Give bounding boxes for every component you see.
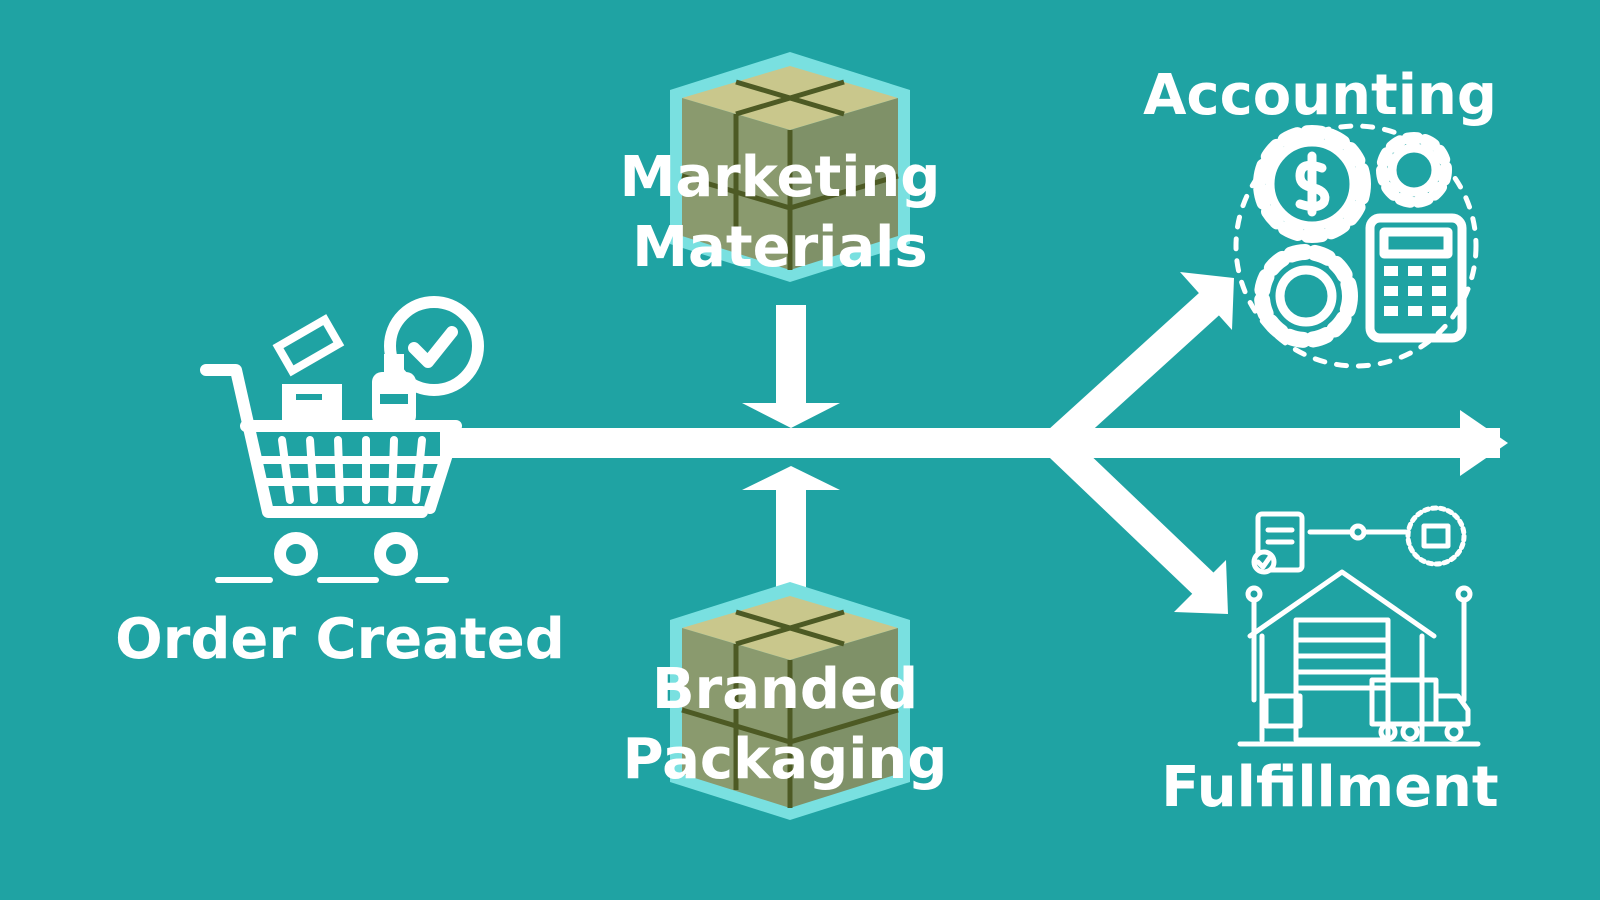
marketing-down-arrowhead <box>742 403 840 428</box>
main-flow-line <box>440 428 1500 458</box>
branded-label-line1: Branded <box>651 657 919 722</box>
marketing-label-line1: Marketing <box>619 145 941 210</box>
gears-calculator-icon <box>1233 123 1479 369</box>
main-arrowhead <box>1460 410 1508 476</box>
accounting-branch-line <box>1045 284 1229 455</box>
accounting-arrowhead <box>1180 272 1234 330</box>
branded-up-arrowhead <box>742 466 840 490</box>
fulfillment-arrowhead <box>1174 560 1228 614</box>
marketing-materials-label: Marketing Materials <box>580 150 980 276</box>
shopping-cart-icon <box>200 296 484 583</box>
order-created-label: Order Created <box>115 607 565 672</box>
cardboard-box-icon <box>670 52 910 282</box>
fulfillment-label: Fulfillment <box>1161 755 1499 820</box>
branded-up-arrow-shaft <box>776 488 806 593</box>
warehouse-truck-icon <box>1237 505 1481 747</box>
cardboard-box-icon <box>670 582 910 820</box>
accounting-label: Accounting <box>1143 63 1497 128</box>
marketing-label-line2: Materials <box>632 215 928 280</box>
branded-label-line2: Packaging <box>622 727 948 792</box>
branded-packaging-label: Branded Packaging <box>580 662 990 788</box>
fulfillment-branch-line <box>1045 432 1221 601</box>
marketing-down-arrow-shaft <box>776 305 806 405</box>
